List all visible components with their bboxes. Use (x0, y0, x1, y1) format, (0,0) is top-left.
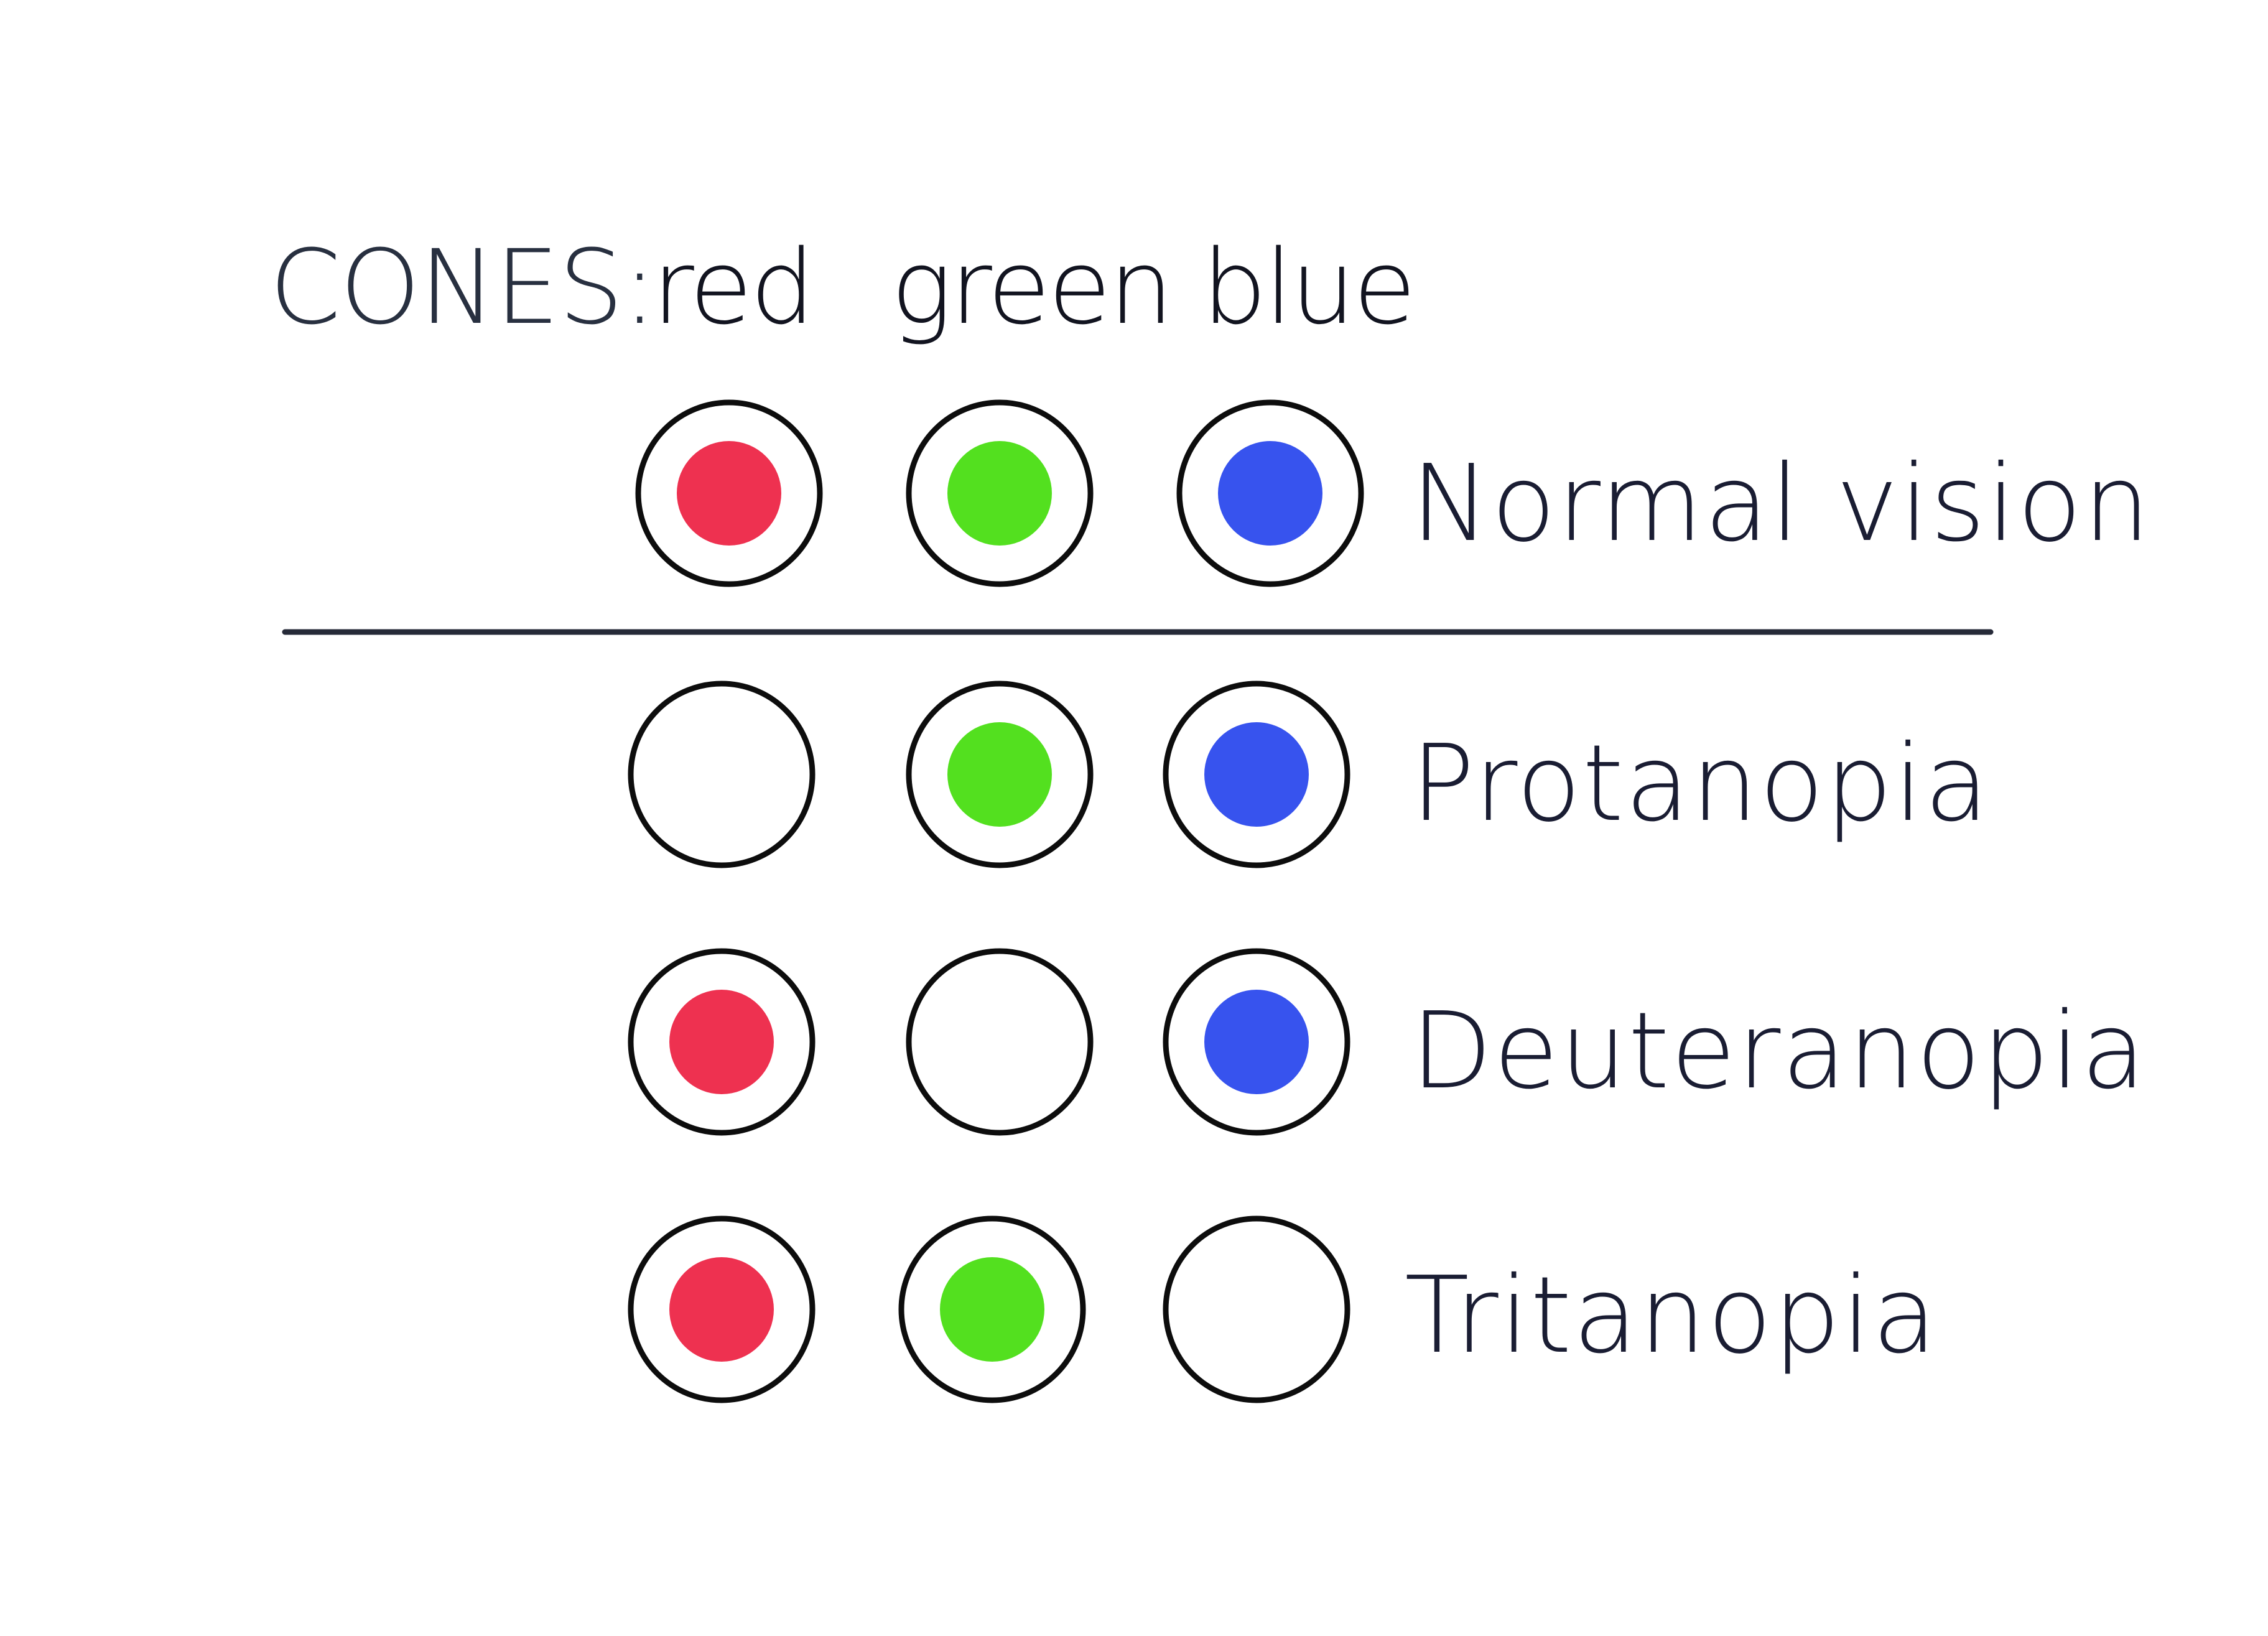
column-header-red: red (652, 228, 815, 347)
cone-grid (628, 399, 1364, 1403)
cone-dot-normal-vision-green (947, 441, 1052, 546)
row-label-protanopia: Protanopia (1411, 722, 1991, 845)
cone-ring-protanopia-red (628, 681, 816, 868)
cone-dot-deuteranopia-red (669, 990, 774, 1094)
column-header-blue: blue (1202, 228, 1416, 347)
cone-dot-normal-vision-blue (1218, 441, 1322, 546)
cone-dot-tritanopia-red (669, 1257, 774, 1362)
cones-heading: CONES: (269, 228, 657, 347)
cone-dot-tritanopia-green (940, 1257, 1044, 1362)
row-label-deuteranopia: Deuteranopia (1411, 990, 2147, 1113)
row-label-tritanopia: Tritanopia (1405, 1254, 1938, 1377)
cone-ring-deuteranopia-green (906, 948, 1094, 1136)
cone-dot-deuteranopia-blue (1204, 990, 1309, 1094)
cone-dot-normal-vision-red (677, 441, 781, 546)
cone-dot-protanopia-green (947, 722, 1052, 827)
cone-dot-protanopia-blue (1204, 722, 1309, 827)
row-label-normal-vision: Normal vision (1411, 442, 2152, 565)
column-header-green: green (891, 228, 1174, 347)
cone-ring-tritanopia-blue (1163, 1215, 1350, 1403)
